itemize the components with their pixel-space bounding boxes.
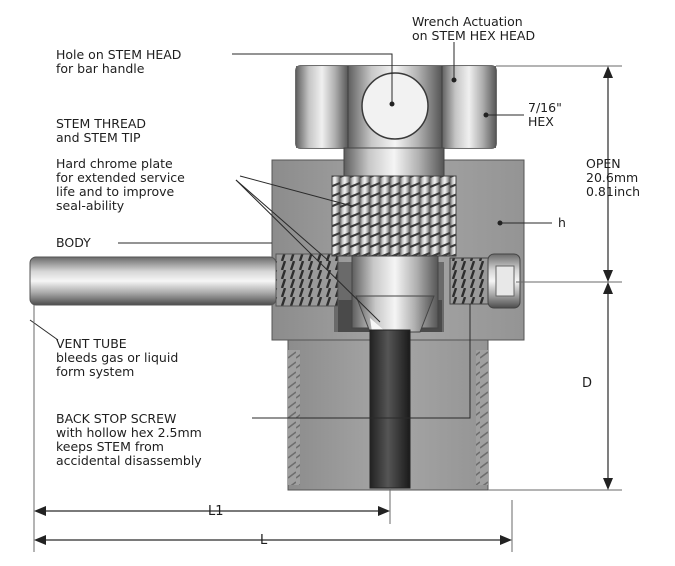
back-stop-screw <box>449 253 521 309</box>
hard-chrome-label: Hard chrome plate for extended service l… <box>56 156 189 213</box>
hex-size-label: 7/16" HEX <box>528 100 566 129</box>
h-label: h <box>558 215 566 230</box>
stem <box>295 65 497 333</box>
d-dimension-label: D <box>582 376 592 391</box>
vent-tube-label: VENT TUBE bleeds gas or liquid form syst… <box>56 336 182 379</box>
body-label: BODY <box>56 235 91 250</box>
l-dimension-label: L <box>260 533 268 548</box>
vent-tube <box>29 253 339 307</box>
hole-on-stem-head-label: Hole on STEM HEAD for bar handle <box>56 47 185 76</box>
outlet-tube <box>369 329 411 489</box>
stem-thread-label: STEM THREAD and STEM TIP <box>56 116 150 145</box>
stem-head-hole <box>361 72 429 140</box>
dimension-lines <box>33 65 622 552</box>
labels: Wrench Actuation on STEM HEX HEAD Hole o… <box>56 14 642 548</box>
wrench-actuation-label: Wrench Actuation on STEM HEX HEAD <box>412 14 535 43</box>
leader-lines <box>29 42 552 419</box>
back-stop-screw-label: BACK STOP SCREW with hollow hex 2.5mm ke… <box>56 411 206 468</box>
l1-dimension-label: L1 <box>208 504 224 519</box>
open-dimension-label: OPEN 20.6mm 0.81inch <box>586 156 642 199</box>
